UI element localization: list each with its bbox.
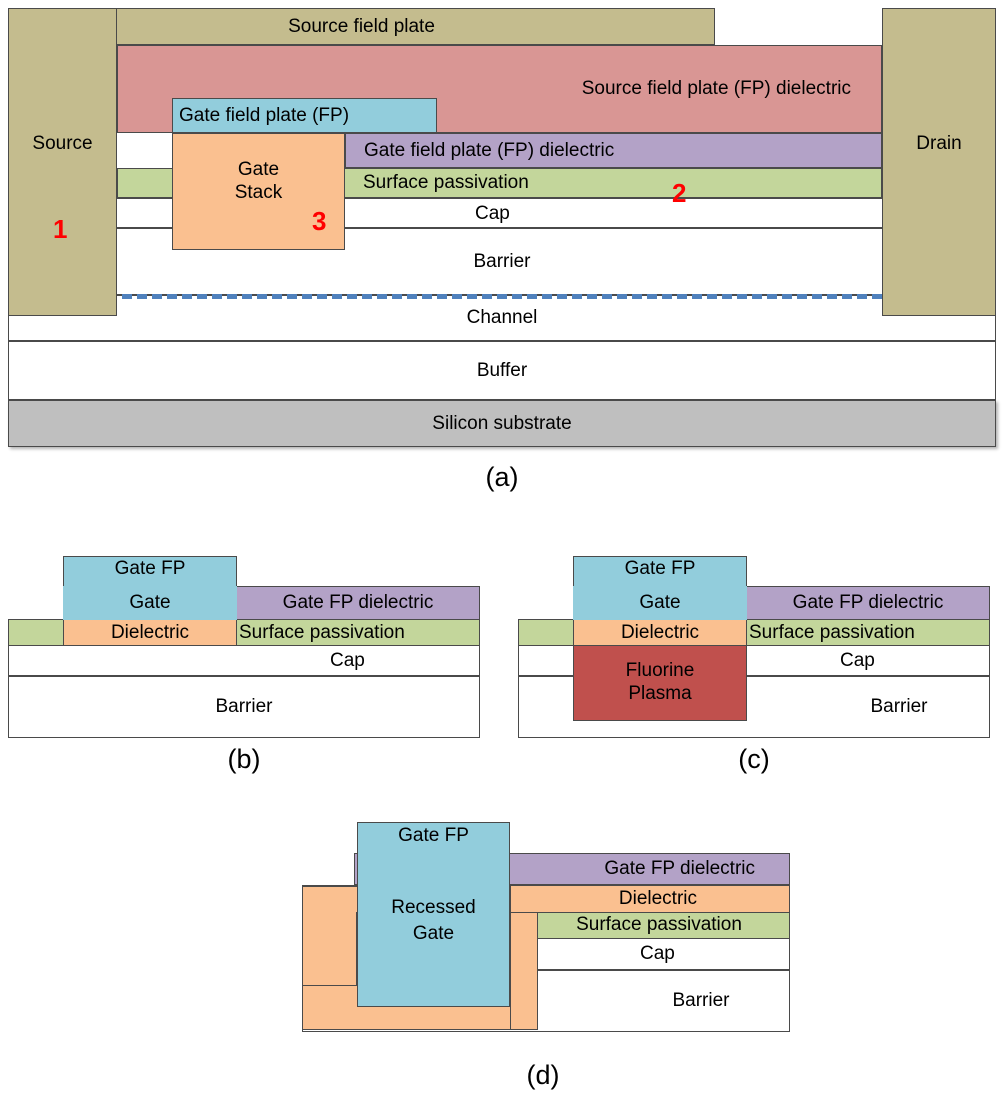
- gate-dielectric-c: Dielectric: [573, 619, 747, 646]
- layer-surface-passivation-c-label: Surface passivation: [749, 621, 915, 643]
- layer-cap-c-label: Cap: [840, 650, 875, 671]
- layer-barrier-a: Barrier: [8, 228, 996, 295]
- layer-gate-fp-dielectric-a: Gate field plate (FP) dielectric: [345, 133, 882, 168]
- recessed-gate-label-line1: Recessed: [391, 896, 476, 918]
- gate-dielectric-b: Dielectric: [63, 619, 237, 646]
- gate-dielectric-d-label: Dielectric: [618, 888, 697, 910]
- layer-gate-fp-dielectric-a-label: Gate field plate (FP) dielectric: [364, 139, 615, 161]
- layer-gate-fp-dielectric-c: Gate FP dielectric: [746, 586, 990, 620]
- gate-dielectric-d-top-flat: Dielectric: [510, 885, 790, 913]
- layer-gate-fp-dielectric-d-label: Gate FP dielectric: [604, 858, 755, 880]
- gate-dielectric-c-label: Dielectric: [620, 621, 700, 643]
- layer-cap-a-label: Cap: [475, 203, 510, 224]
- panel-b-tag: (b): [227, 744, 261, 774]
- layer-silicon-substrate-label: Silicon substrate: [432, 412, 572, 434]
- gate-b-label: Gate: [129, 592, 171, 614]
- gate-b: Gate: [63, 586, 237, 620]
- layer-barrier-d-label: Barrier: [672, 990, 730, 1012]
- recessed-gate-metal: Gate FP Recessed Gate: [357, 822, 510, 1007]
- source-electrode: Source: [8, 8, 117, 316]
- gate-c-label: Gate: [639, 592, 681, 614]
- drain-electrode-label: Drain: [916, 133, 962, 154]
- gate-dielectric-d-top-left-flat: [303, 886, 358, 912]
- layer-gate-fp-dielectric-b: Gate FP dielectric: [236, 586, 480, 620]
- layer-barrier-c-label: Barrier: [870, 696, 928, 718]
- source-electrode-label: Source: [32, 133, 93, 154]
- fluorine-plasma-label-line2: Plasma: [628, 683, 692, 704]
- layer-buffer-a-label: Buffer: [476, 359, 528, 381]
- recessed-gate-label-line2: Gate: [412, 922, 455, 944]
- callout-2: 2: [672, 178, 687, 208]
- layer-surface-passivation-d-label: Surface passivation: [576, 914, 742, 936]
- panel-a-tag: (a): [485, 462, 519, 492]
- drain-electrode: Drain: [882, 8, 996, 316]
- source-field-plate-label: Source field plate: [288, 15, 435, 37]
- layer-surface-passivation-a-label: Surface passivation: [363, 172, 529, 194]
- layer-channel-a-label: Channel: [466, 307, 538, 329]
- gate-stack-label-line1: Gate: [237, 158, 280, 180]
- panel-d-tag: (d): [526, 1060, 560, 1090]
- gate-field-plate-a: Gate field plate (FP): [172, 98, 437, 133]
- layer-barrier-a-label: Barrier: [473, 250, 531, 272]
- layer-cap-b: [8, 645, 480, 676]
- layer-channel-a: Channel: [8, 295, 996, 341]
- gate-field-plate-a-label: Gate field plate (FP): [179, 104, 350, 126]
- layer-buffer-a: Buffer: [8, 341, 996, 400]
- gate-fp-c-label: Gate FP: [624, 558, 696, 579]
- layer-cap-b-label: Cap: [330, 650, 365, 671]
- layer-barrier-b-label: Barrier: [215, 696, 273, 718]
- layer-surface-passivation-b-label: Surface passivation: [239, 621, 405, 643]
- fluorine-plasma-label-line1: Fluorine: [625, 660, 695, 682]
- layer-cap-d-label: Cap: [640, 943, 675, 964]
- fluorine-plasma-region: Fluorine Plasma: [573, 645, 747, 721]
- gate-stack-label-line2: Stack: [234, 181, 283, 203]
- two-deg-channel-dashed-line: [122, 294, 882, 299]
- layer-source-fp-dielectric-label: Source field plate (FP) dielectric: [581, 78, 851, 100]
- gate-fp-d-label: Gate FP: [398, 825, 469, 846]
- callout-3: 3: [312, 206, 327, 236]
- layer-gate-fp-dielectric-c-label: Gate FP dielectric: [792, 592, 944, 614]
- callout-1: 1: [53, 214, 68, 244]
- gate-fp-b-label: Gate FP: [114, 558, 186, 579]
- gate-stack: Gate Stack: [172, 133, 345, 250]
- panel-c-tag: (c): [738, 744, 770, 774]
- source-field-plate: Source field plate: [8, 8, 715, 45]
- gate-c: Gate: [573, 586, 747, 620]
- layer-gate-fp-dielectric-b-label: Gate FP dielectric: [282, 592, 434, 614]
- layer-silicon-substrate: Silicon substrate: [8, 400, 996, 447]
- layer-surface-passivation-d-right: Surface passivation: [528, 911, 790, 939]
- gate-dielectric-b-label: Dielectric: [110, 621, 190, 643]
- layer-barrier-b: Barrier: [8, 676, 480, 738]
